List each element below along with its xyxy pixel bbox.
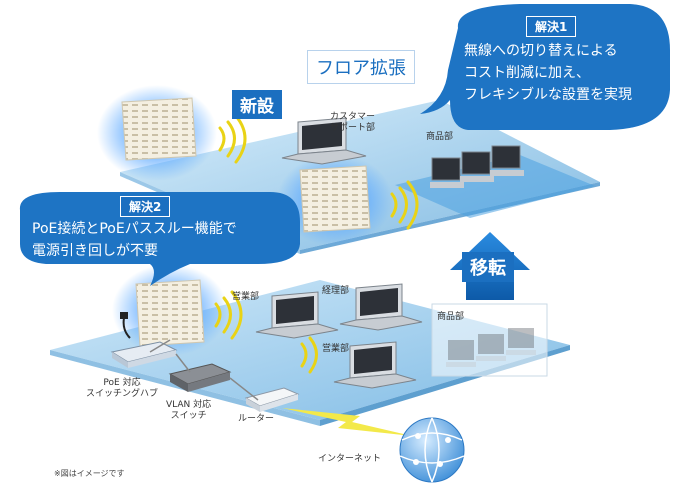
vlan-switch-label: VLAN 対応 スイッチ — [166, 400, 211, 422]
move-badge: 移転 — [462, 252, 514, 282]
switch-icon — [168, 363, 232, 392]
desktop-monitor-icon — [430, 157, 464, 188]
vlan-switch-label-line-2: スイッチ — [170, 411, 207, 421]
solution1-bubble — [420, 4, 670, 130]
lightning-link — [282, 408, 412, 436]
poe-hub-label: PoE 対応 スイッチングハブ — [86, 378, 158, 400]
access-point-icon — [135, 279, 205, 347]
solution1-title: 解決1 — [526, 16, 577, 37]
desktop-monitor-icon — [490, 145, 524, 176]
sales-goods-zone — [395, 155, 595, 218]
floor-expansion-label: フロア拡張 — [307, 50, 415, 84]
poe-hub-label-line-1: PoE 対応 — [103, 378, 141, 388]
laptop-icon — [333, 341, 417, 389]
new-install-badge: 新設 — [232, 90, 282, 119]
solution1-line-1: 無線への切り替えによる — [464, 43, 618, 59]
solution2-bubble — [19, 192, 301, 286]
desktop-monitor-icon — [446, 340, 476, 367]
router-icon — [244, 387, 300, 412]
footnote: ※図はイメージです — [54, 469, 125, 478]
solution2-line-2: 電源引き回しが不要 — [32, 243, 158, 259]
vlan-switch-label-line-1: VLAN 対応 — [166, 400, 212, 410]
solution1-line-2: コスト削減に加え、 — [464, 65, 590, 81]
laptop-icon — [339, 283, 423, 331]
laptop-icon — [281, 117, 367, 165]
wifi-wave-icon — [390, 180, 419, 230]
solution2-line-1: PoE接続とPoEパススルー機能で — [32, 221, 237, 237]
wifi-wave-icon — [300, 336, 318, 374]
router-label: ルーター — [238, 414, 275, 424]
wifi-wave-icon — [214, 290, 243, 340]
wifi-wave-icon — [218, 114, 247, 164]
laptop-icon — [255, 291, 339, 339]
poe-hub-label-line-2: スイッチングハブ — [86, 389, 159, 399]
globe-icon — [399, 417, 465, 483]
switch-icon — [110, 341, 178, 368]
goods-dept-label: 商品部 — [426, 132, 454, 142]
solution2-title: 解決2 — [120, 196, 171, 217]
desktop-monitor-icon — [460, 151, 494, 182]
access-point-icon — [121, 97, 197, 161]
customer-support-label-line-2: サポート部 — [330, 123, 376, 133]
sales-dept-b-label: 営業部 — [322, 344, 350, 354]
goods-moved-area — [431, 303, 548, 377]
internet-label: インターネット — [318, 454, 382, 464]
access-point-icon — [299, 165, 371, 233]
customer-support-label-line-1: カスタマー — [330, 112, 376, 122]
desktop-monitor-icon — [506, 328, 536, 355]
solution1-line-3: フレキシブルな設置を実現 — [464, 87, 632, 103]
goods-moved-label: 商品部 — [437, 312, 465, 322]
accounting-dept-label: 経理部 — [322, 286, 350, 296]
power-plug-icon — [120, 312, 131, 339]
sales-dept-a-label: 営業部 — [232, 292, 260, 302]
customer-support-label: カスタマー サポート部 — [330, 112, 375, 134]
desktop-monitor-icon — [476, 334, 506, 361]
